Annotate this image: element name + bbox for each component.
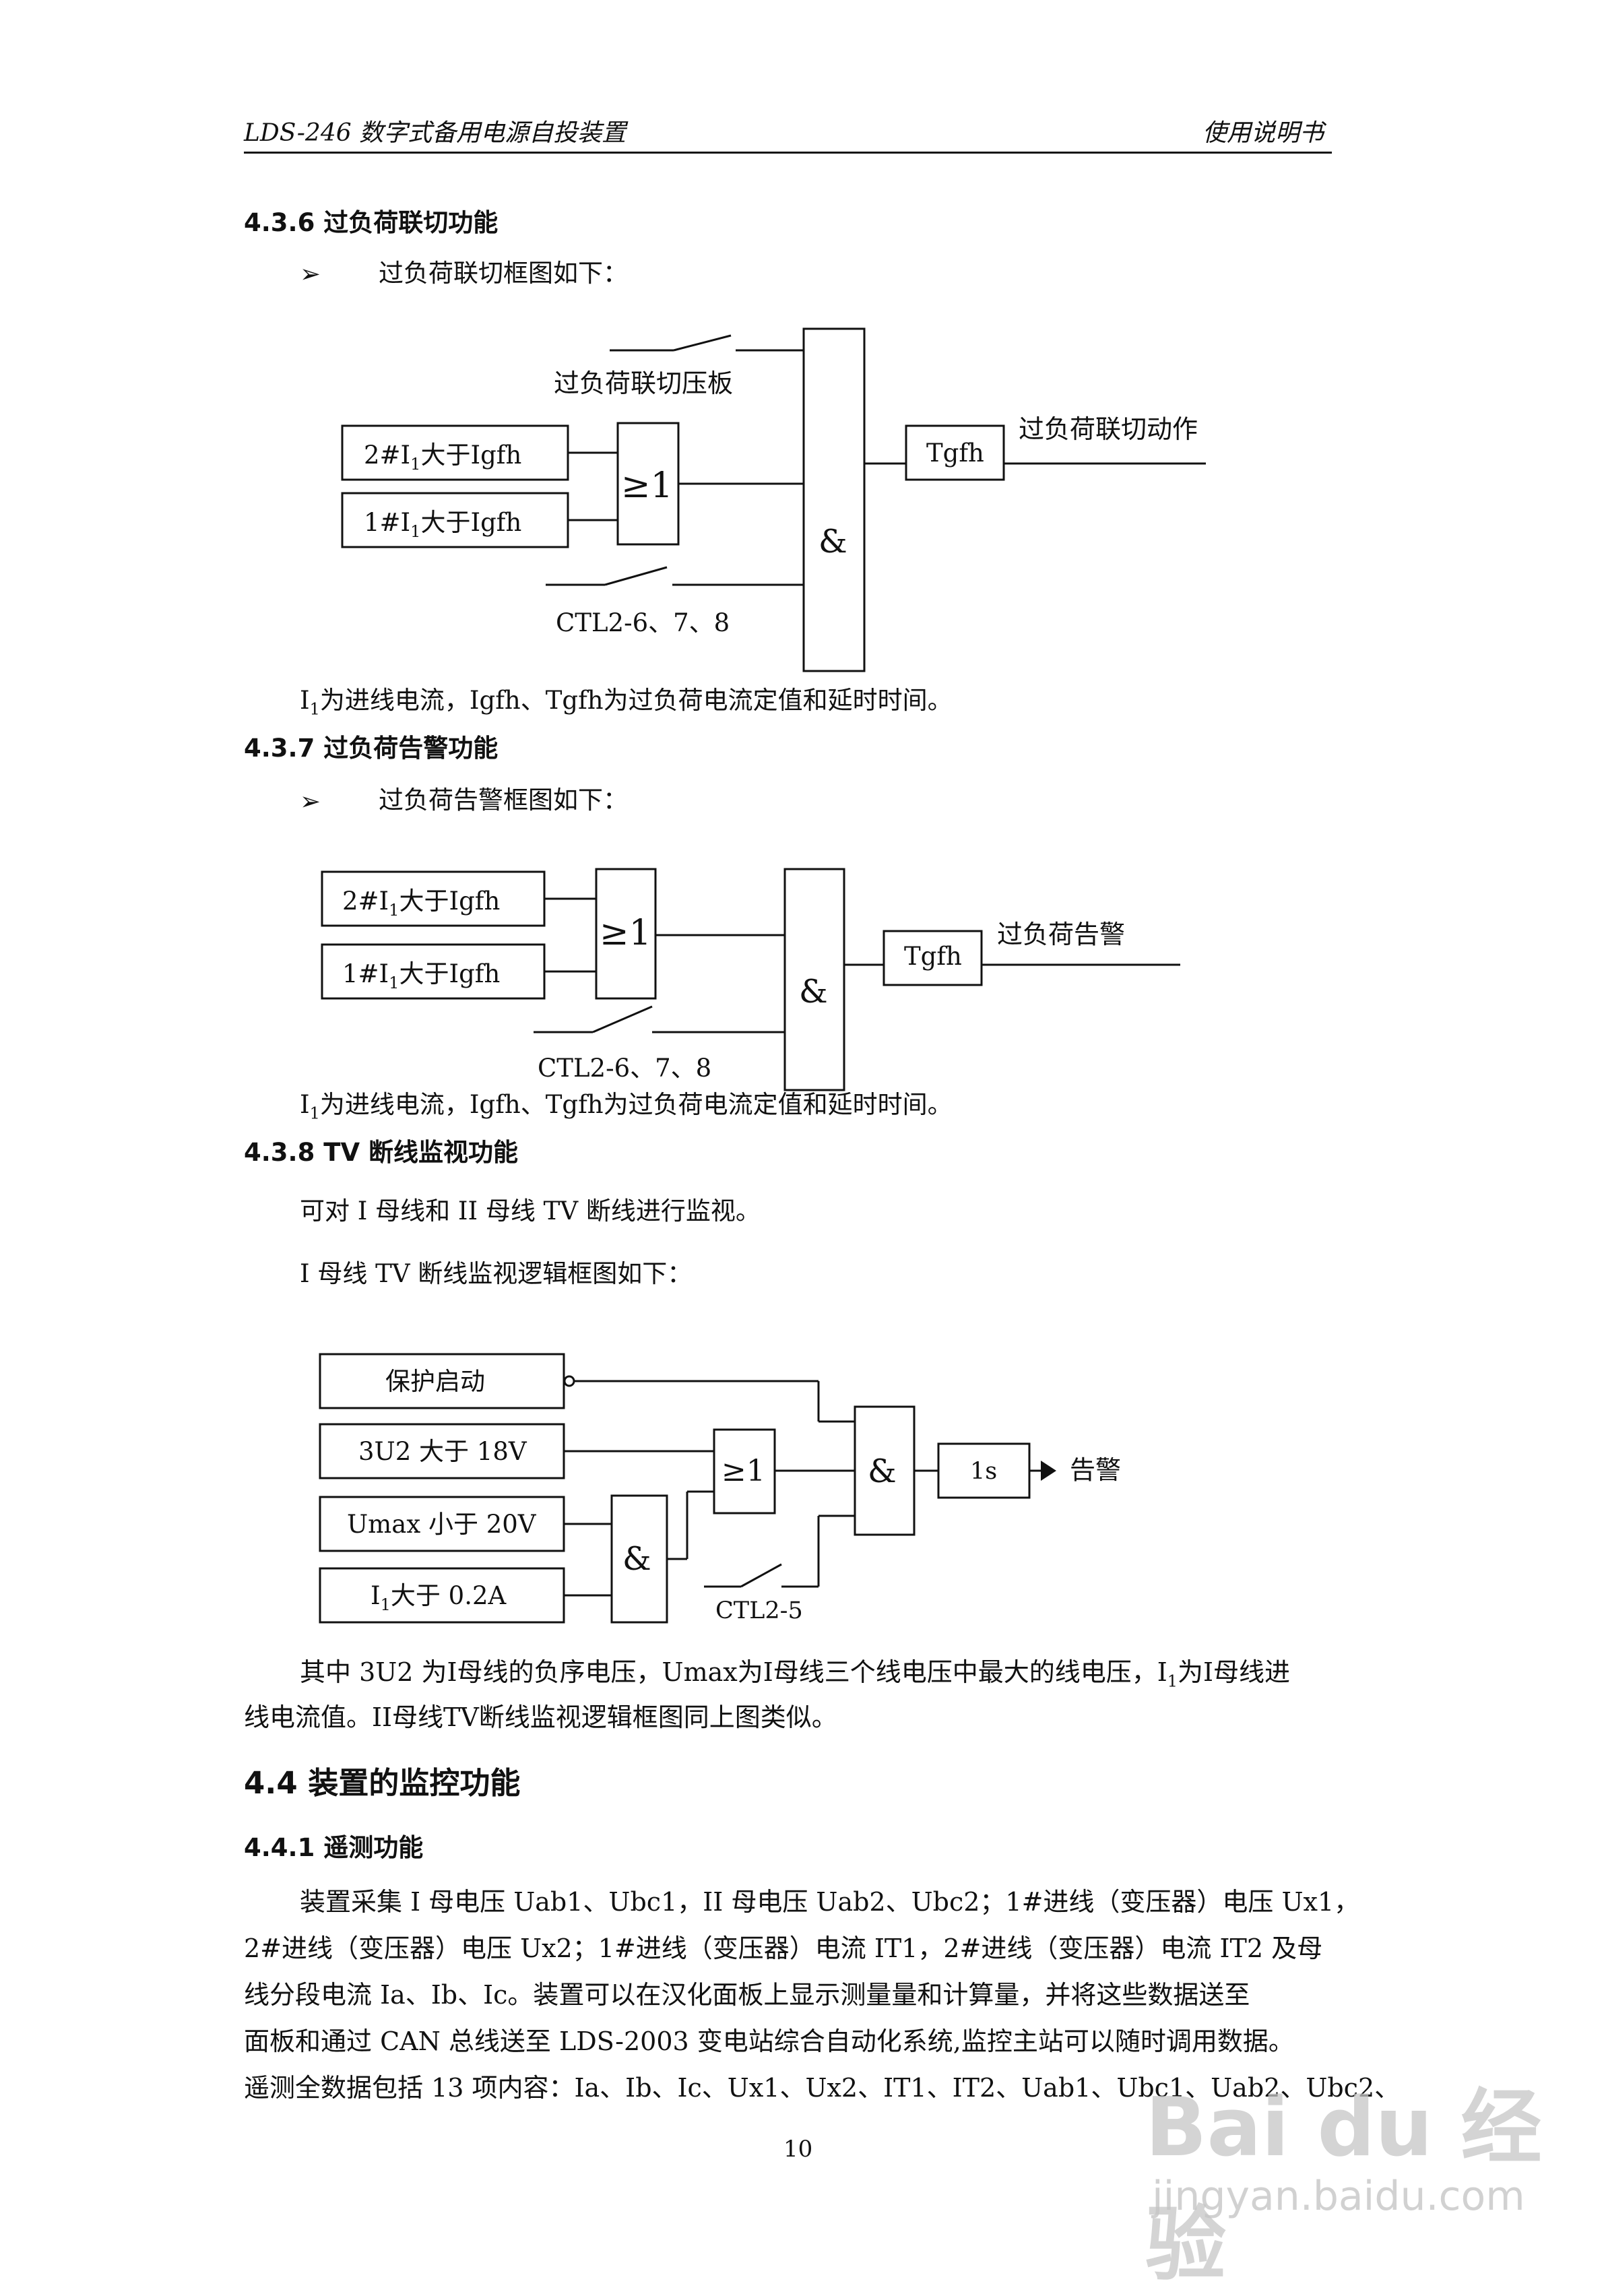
section-4-3-8-p3-line1: 其中 3U2 为I母线的负序电压，Umax为I母线三个线电压中最大的线电压，I1… [300, 1657, 1291, 1691]
input-2-label: 2#I1大于Igfh [364, 441, 521, 474]
bullet-arrow-icon: ➢ [300, 259, 321, 288]
overload-cut-diagram: 2#I1大于Igfh 1#I1大于Igfh ≥1 & Tgfh 过负荷联切动作 … [341, 327, 1206, 672]
ctl-label: CTL2-6、7、8 [538, 1054, 711, 1083]
bullet-arrow-icon: ➢ [300, 787, 321, 816]
section-4-4-1-line2: 2#进线（变压器）电压 Ux2；1#进线（变压器）电流 IT1，2#进线（变压器… [244, 1934, 1323, 1963]
and-gate-label: & [819, 523, 847, 561]
input-1-label: 1#I1大于Igfh [364, 508, 521, 541]
output-label: 过负荷告警 [997, 920, 1125, 949]
header-rule [244, 152, 1332, 154]
timer-block [905, 424, 1005, 481]
and-gate [783, 868, 845, 1091]
and-gate-main-label: & [868, 1453, 897, 1490]
section-4-3-8-p1: 可对 I 母线和 II 母线 TV 断线进行监视。 [300, 1197, 761, 1225]
section-4-3-6-title: 4.3.6 过负荷联切功能 [244, 208, 499, 237]
and-gate-small-label: & [622, 1540, 651, 1578]
section-4-3-8-title: 4.3.8 TV 断线监视功能 [244, 1138, 518, 1167]
timer-block [883, 930, 983, 986]
section-4-4-1-line5: 遥测全数据包括 13 项内容：Ia、Ib、Ic、Ux1、Ux2、IT1、IT2、… [244, 2073, 1401, 2103]
output-arrow-icon [1041, 1461, 1056, 1481]
section-4-3-7-note: I1为进线电流，Igfh、Tgfh为过负荷电流定值和延时时间。 [300, 1090, 953, 1123]
or-gate-label: ≥1 [600, 913, 651, 953]
or-gate-label: ≥1 [621, 466, 673, 506]
section-4-3-8-p2: I 母线 TV 断线监视逻辑框图如下： [300, 1259, 693, 1288]
section-4-4-1-line1: 装置采集 I 母电压 Uab1、Ubc1，II 母电压 Uab2、Ubc2；1#… [300, 1887, 1360, 1917]
section-4-4-1-line4: 面板和通过 CAN 总线送至 LDS-2003 变电站综合自动化系统,监控主站可… [244, 2027, 1294, 2056]
alarm-output-label: 告警 [1070, 1455, 1121, 1485]
watermark-url: jingyan.baidu.com [1152, 2173, 1525, 2220]
section-4-3-6-note: I1为进线电流，Igfh、Tgfh为过负荷电流定值和延时时间。 [300, 686, 953, 719]
u2-label: 3U2 大于 18V [358, 1437, 527, 1466]
and-gate [802, 327, 866, 672]
section-4-4-1-line3: 线分段电流 Ia、Ib、Ic。装置可以在汉化面板上显示测量量和计算量，并将这些数… [244, 1980, 1250, 2010]
umax-label: Umax 小于 20V [347, 1510, 537, 1539]
timer-label: Tgfh [926, 439, 984, 468]
ctl-label: CTL2-6、7、8 [556, 608, 730, 637]
protect-start-label: 保护启动 [385, 1367, 485, 1396]
pressboard-label: 过负荷联切压板 [554, 369, 733, 398]
input-1-label: 1#I1大于Igfh [342, 959, 500, 992]
header-doc-type: 使用说明书 [1202, 119, 1324, 147]
or-gate [595, 868, 657, 1000]
or-gate-label: ≥1 [721, 1454, 765, 1488]
timer-label: Tgfh [904, 942, 962, 971]
ctl-label: CTL2-5 [715, 1597, 803, 1624]
timer-label: 1s [970, 1458, 997, 1485]
section-4-3-6-intro: 过负荷联切框图如下： [379, 259, 628, 288]
section-4-4-1-title: 4.4.1 遥测功能 [244, 1833, 424, 1862]
overload-alarm-diagram: 2#I1大于Igfh 1#I1大于Igfh ≥1 & Tgfh 过负荷告警 CT… [321, 868, 1180, 1091]
output-label: 过负荷联切动作 [1019, 414, 1198, 444]
section-4-3-7-intro: 过负荷告警框图如下： [379, 786, 628, 815]
and-gate-label: & [799, 973, 828, 1011]
tv-break-monitor-diagram: 保护启动 3U2 大于 18V Umax 小于 20V I1大于 0.2A & … [319, 1353, 1121, 1624]
current-label: I1大于 0.2A [371, 1581, 507, 1614]
page-number: 10 [783, 2136, 813, 2163]
section-4-3-8-p3-line2: 线电流值。II母线TV断线监视逻辑框图同上图类似。 [244, 1702, 837, 1732]
section-4-3-7-title: 4.3.7 过负荷告警功能 [244, 734, 499, 763]
input-2-label: 2#I1大于Igfh [342, 887, 500, 920]
header-doc-title: LDS-246 数字式备用电源自投装置 [244, 119, 627, 147]
section-4-4-title: 4.4 装置的监控功能 [244, 1765, 521, 1801]
